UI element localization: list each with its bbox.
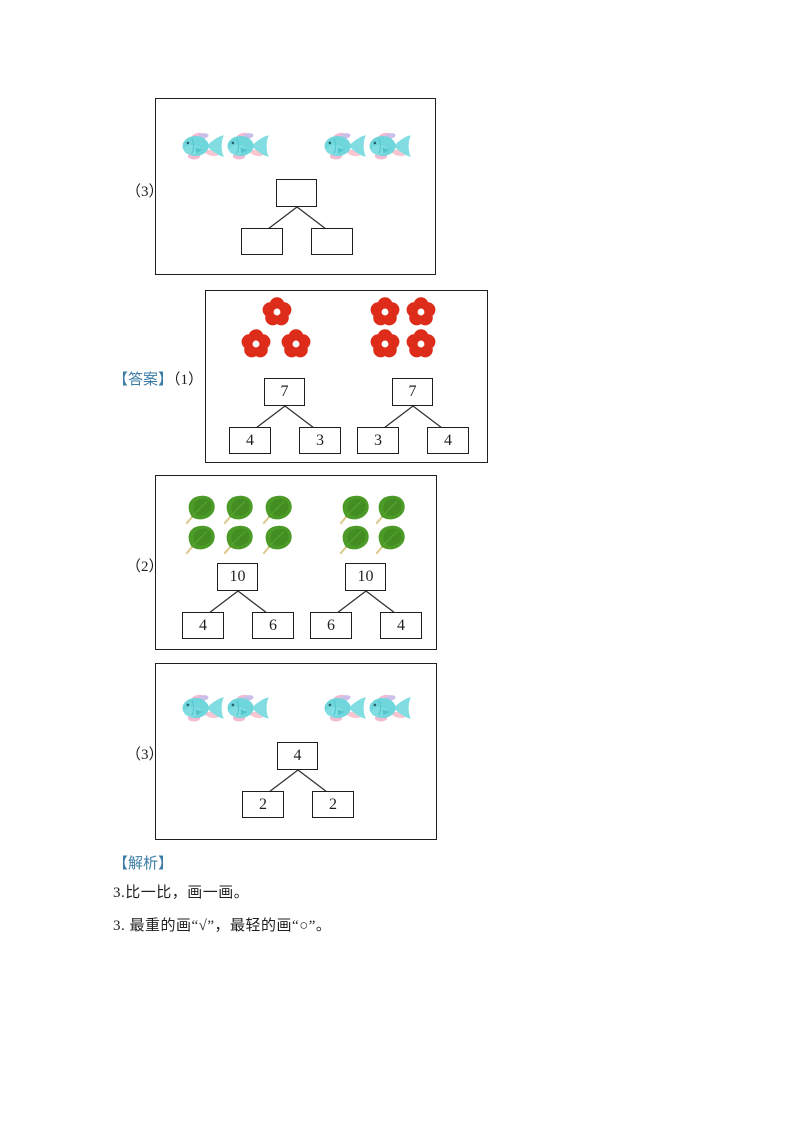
bond-connector-lines <box>208 590 268 614</box>
fish-icon <box>368 129 414 163</box>
bond-connector-lines <box>336 590 396 614</box>
fish-icon <box>181 129 227 163</box>
leaf-icon <box>184 522 218 556</box>
number-bond-answer3: 4 2 2 <box>242 742 354 818</box>
bond-total-box: 4 <box>277 742 318 770</box>
bond-total-box: 10 <box>217 563 258 591</box>
bond-part-left-box: 6 <box>310 612 352 639</box>
bond-total-box: 7 <box>392 378 433 406</box>
answer2-frame: 10 4 6 10 6 4 <box>155 475 437 650</box>
flower-icon <box>405 328 437 360</box>
leaf-icon <box>261 522 295 556</box>
fish-icon <box>226 691 272 725</box>
bond-part-left-box: 2 <box>242 791 284 818</box>
bond-part-right-box: 6 <box>252 612 294 639</box>
bond-part-right-box: 2 <box>312 791 354 818</box>
bond-total-box: 10 <box>345 563 386 591</box>
analysis-marker: 【解析】 <box>113 856 174 872</box>
question-item-label: （3） <box>126 184 164 200</box>
bond-part-right-box <box>311 228 353 255</box>
flower-icon <box>369 296 401 328</box>
answer3-frame: 4 2 2 <box>155 663 437 840</box>
bond-part-left-box <box>241 228 283 255</box>
bond-total-box: 7 <box>264 378 305 406</box>
fish-icon <box>226 129 272 163</box>
bond-part-right-box: 4 <box>427 427 469 454</box>
analysis-line-2: 3. 最重的画“√”，最轻的画“○”。 <box>113 918 332 934</box>
flower-icon <box>240 328 272 360</box>
question-frame <box>155 98 436 275</box>
flower-icon <box>369 328 401 360</box>
leaf-icon <box>261 492 295 526</box>
bond-part-left-box: 3 <box>357 427 399 454</box>
bond-part-left-box: 4 <box>229 427 271 454</box>
number-bond-answer2-right: 10 6 4 <box>310 563 422 639</box>
leaf-icon <box>338 522 372 556</box>
fish-icon <box>368 691 414 725</box>
answer1-frame: 7 4 3 7 3 4 <box>205 290 488 463</box>
number-bond-answer1-right: 7 3 4 <box>357 378 469 454</box>
answer1-label: （1） <box>173 372 204 388</box>
number-bond-answer2-left: 10 4 6 <box>182 563 294 639</box>
leaf-icon <box>222 522 256 556</box>
flower-icon <box>280 328 312 360</box>
leaf-icon <box>222 492 256 526</box>
bond-part-right-box: 4 <box>380 612 422 639</box>
answer-marker-row: 【答案】（1） <box>113 368 203 389</box>
leaf-icon <box>374 522 408 556</box>
answer3-label: （3） <box>126 747 164 763</box>
analysis-line-1: 3.比一比，画一画。 <box>113 885 250 901</box>
bond-connector-lines <box>268 769 328 793</box>
fish-icon <box>323 129 369 163</box>
bond-total-box <box>276 179 317 207</box>
answer-marker: 【答案】 <box>113 372 174 388</box>
fish-icon <box>181 691 227 725</box>
bond-connector-lines <box>267 206 327 230</box>
bond-part-left-box: 4 <box>182 612 224 639</box>
bond-connector-lines <box>255 405 315 429</box>
flower-icon <box>261 296 293 328</box>
leaf-icon <box>374 492 408 526</box>
number-bond-question <box>241 179 353 255</box>
bond-part-right-box: 3 <box>299 427 341 454</box>
leaf-icon <box>184 492 218 526</box>
bond-connector-lines <box>383 405 443 429</box>
answer2-label: （2） <box>126 559 164 575</box>
flower-icon <box>405 296 437 328</box>
leaf-icon <box>338 492 372 526</box>
fish-icon <box>323 691 369 725</box>
number-bond-answer1-left: 7 4 3 <box>229 378 341 454</box>
